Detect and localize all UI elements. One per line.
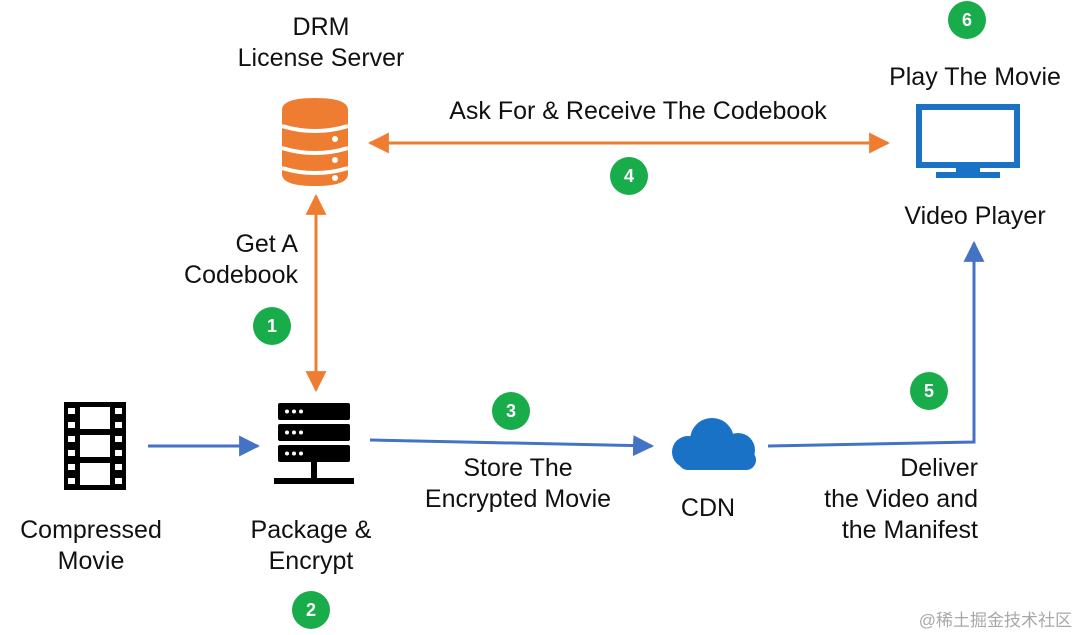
cloud-icon [672,418,756,470]
film-strip-icon [64,402,126,490]
store-encrypted-label: Store The Encrypted Movie [404,453,632,515]
store-encrypted-line2: Encrypted Movie [424,485,612,513]
server-rack-icon [274,403,354,484]
get-codebook-label: Get A Codebook [150,229,298,291]
step-3-badge: 3 [492,392,530,430]
get-codebook-line2: Codebook [184,261,298,289]
packager-to-cdn-arrow [369,435,655,457]
compressed-movie-label: Compressed Movie [6,515,176,577]
drm-server-title-line2: License Server [237,44,405,72]
step-6-badge: 6 [948,1,986,39]
compressed-movie-line2: Movie [57,547,125,575]
deliver-label: Deliver the Video and the Manifest [786,453,978,546]
drm-server-title: DRM License Server [210,12,432,74]
database-icon [282,98,348,186]
deliver-line1: Deliver [900,454,978,482]
package-encrypt-line2: Encrypt [268,547,354,575]
compressed-movie-line1: Compressed [20,516,162,544]
store-encrypted-line1: Store The [463,454,573,482]
cdn-to-player-arrow [767,240,985,448]
watermark-text: @稀土掘金技术社区 [918,611,1072,630]
step-2-badge: 2 [292,591,330,629]
package-encrypt-label: Package & Encrypt [226,515,396,577]
cdn-label: CDN [680,494,736,522]
play-movie-label: Play The Movie [889,63,1061,91]
deliver-line3: the Manifest [841,516,978,544]
step-4-badge: 4 [610,157,648,195]
drm-server-title-line1: DRM [292,13,350,41]
package-encrypt-line1: Package & [250,516,372,544]
deliver-line2: the Video and [824,485,978,513]
step-5-badge: 5 [910,372,948,410]
monitor-icon [916,104,1020,178]
video-player-label: Video Player [904,202,1046,230]
get-codebook-line1: Get A [235,230,298,258]
ask-receive-label: Ask For & Receive The Codebook [449,97,827,125]
step-1-badge: 1 [253,307,291,345]
